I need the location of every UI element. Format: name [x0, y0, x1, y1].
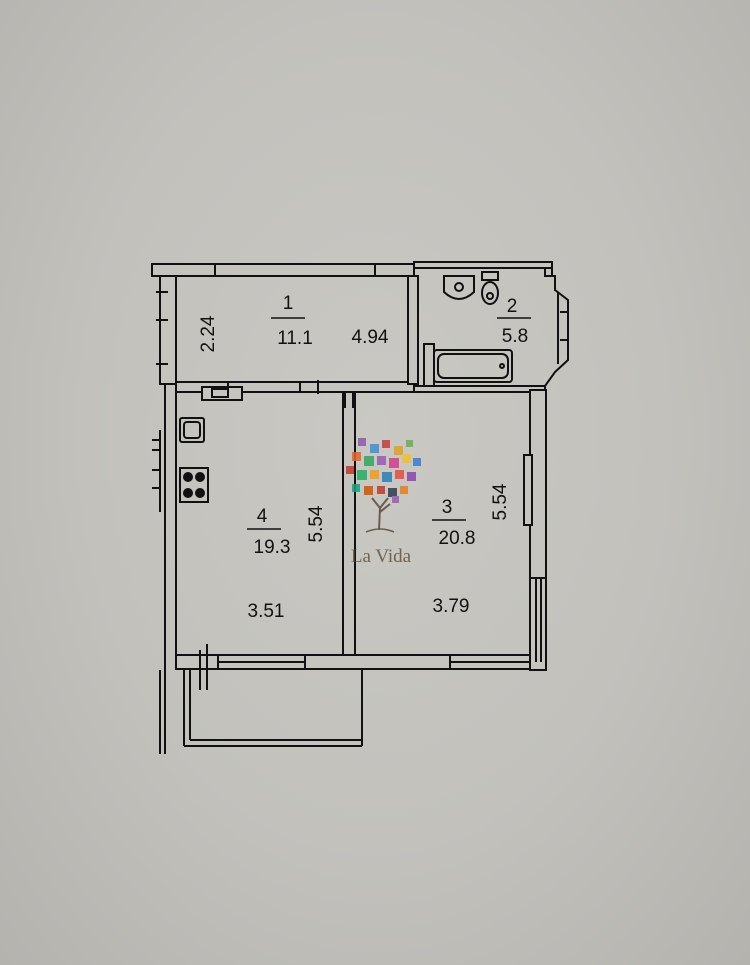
room-3-labels: 3 20.8 5.54 3.79: [432, 483, 511, 617]
room-1-width: 2.24: [198, 315, 219, 352]
room-1-labels: 1 11.1 4.94 2.24: [198, 293, 389, 352]
kitchen-cabinet-icon: [179, 417, 205, 443]
room-4-number: 4: [257, 506, 268, 527]
room-1-length: 4.94: [352, 327, 389, 348]
outer-walls: [151, 261, 569, 671]
room-4-length: 5.54: [306, 505, 327, 542]
sink-icon: [201, 386, 243, 401]
room-4-labels: 4 19.3 5.54 3.51: [247, 505, 327, 622]
tree-logo-icon: [346, 438, 421, 533]
room-2-number: 2: [507, 296, 518, 317]
room-4-width: 3.51: [248, 601, 285, 622]
room-3-width: 3.79: [433, 596, 470, 617]
room-1-area: 11.1: [277, 328, 313, 349]
room-1-number: 1: [283, 293, 294, 314]
balcony: [159, 644, 363, 754]
room-2-area: 5.8: [502, 326, 528, 347]
room-3-number: 3: [442, 497, 453, 518]
washbasin-icon: [443, 275, 475, 300]
room-4-area: 19.3: [254, 537, 291, 558]
dimension-ticks: [156, 291, 319, 394]
toilet-icon: [481, 271, 499, 305]
stove-icon: [179, 467, 209, 503]
bathtub-icon: [423, 343, 513, 387]
room-3-length: 5.54: [490, 483, 511, 520]
radiator-icon: [523, 454, 533, 526]
watermark: La Vida: [346, 438, 421, 567]
room-3-area: 20.8: [439, 528, 476, 549]
watermark-text: La Vida: [351, 546, 412, 567]
room-2-labels: 2 5.8: [497, 296, 531, 347]
